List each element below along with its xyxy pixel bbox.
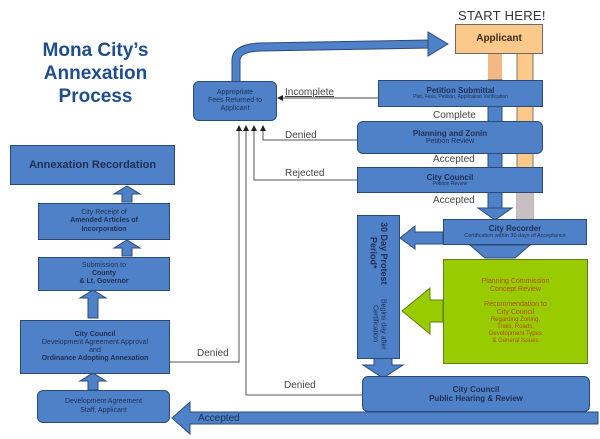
title-line-3: Process — [58, 85, 133, 107]
receipt-line-1: City Receipt of — [81, 209, 127, 217]
title-line-1: Mona City’s — [42, 40, 149, 61]
commission-detail-4: & General Issues — [492, 337, 539, 344]
node-applicant[interactable]: Applicant — [455, 24, 543, 54]
node-petition-submittal[interactable]: Petition Submittal Plat, Fees, Petition,… — [378, 80, 543, 107]
node-planning-commission[interactable]: Planning Commission Concept Review Recom… — [443, 259, 588, 364]
dev-agreement-line-2: Staff, Applicant — [80, 406, 127, 414]
submission-line-1: Submission to — [82, 261, 126, 269]
node-planning-zoning[interactable]: Planning and Zonin Petition Review — [357, 121, 543, 154]
receipt-line-3: Incorporation — [81, 225, 127, 233]
fees-line-2: Fees Returned to — [207, 96, 263, 104]
node-council-approval[interactable]: City Council Development Agreement Appro… — [20, 320, 170, 374]
applicant-trunk-center — [488, 50, 502, 80]
approval-title: City Council — [74, 330, 116, 338]
fees-line-1: Appropriate — [216, 88, 254, 96]
commission-detail-3: Development Types — [489, 331, 542, 338]
commission-line-1: Planning Commission — [481, 278, 550, 286]
arrow-submission-to-receipt — [112, 239, 142, 257]
petition-submittal-title: Petition Submittal — [426, 86, 495, 96]
node-city-council-petition[interactable]: City Council Petition Review — [357, 167, 543, 193]
protest-period-subtitle: Begins day after Certification — [371, 298, 387, 350]
protest-period-title: 30 Day Protest Period* — [368, 221, 389, 285]
label-denied-approval: Denied — [197, 348, 229, 359]
public-hearing-subtitle: Public Hearing & Review — [429, 394, 523, 403]
node-city-recorder[interactable]: City Recorder Certification within 30 da… — [443, 219, 587, 245]
node-recordation[interactable]: Annexation Recordation — [10, 145, 175, 185]
title-line-2: Annexation — [43, 62, 148, 84]
city-council-petition-subtitle: Petition Review — [432, 180, 468, 187]
city-recorder-subtitle: Certification within 30 days of Acceptan… — [464, 233, 566, 240]
commission-line-4: Recommendation to — [484, 301, 547, 309]
trunk-arrow-down — [476, 207, 514, 221]
planning-zoning-title: Planning and Zonin — [412, 128, 488, 138]
commission-line-5: City Council — [496, 309, 535, 317]
label-accepted-pz: Accepted — [433, 154, 475, 165]
commission-detail-2: Trails, Roads, — [497, 324, 534, 331]
recorder-to-commission-arrow — [468, 244, 532, 259]
node-fees-returned[interactable]: Appropriate Fees Returned to Applicant — [193, 81, 277, 121]
arrow-dev-to-approval — [78, 372, 108, 391]
node-development-agreement[interactable]: Development Agreement Staff, Applicant — [37, 390, 170, 423]
fees-line-3: Applicant — [220, 105, 250, 113]
approval-line-3: Ordinance Adopting Annexation — [41, 355, 149, 363]
node-protest-period[interactable]: 30 Day Protest Period* Begins day after … — [357, 215, 400, 359]
commission-to-protest-arrow — [401, 286, 444, 336]
rejected-line — [251, 125, 357, 181]
public-hearing-title: City Council — [452, 384, 500, 394]
denied-hearing-line — [243, 125, 362, 396]
commission-detail-1: Regarding Zoning, — [490, 317, 541, 324]
label-denied-pz: Denied — [285, 130, 317, 141]
accepted-bottom-arrow — [171, 400, 599, 436]
receipt-line-2: Amended Articles of — [70, 217, 138, 225]
label-complete: Complete — [433, 110, 476, 121]
dev-agreement-line-1: Development Agreement — [64, 398, 143, 406]
recorder-to-protest-arrow — [399, 224, 444, 250]
node-city-receipt[interactable]: City Receipt of Amended Articles of Inco… — [38, 203, 170, 240]
submission-line-2: County — [91, 269, 117, 277]
page-title: Mona City’s Annexation Process — [18, 40, 173, 108]
label-denied-hearing: Denied — [284, 380, 316, 391]
protest-to-hearing-arrow — [361, 357, 405, 379]
denied-pz-line — [260, 125, 362, 141]
applicant-title: Applicant — [476, 33, 522, 45]
city-council-petition-title: City Council — [426, 172, 474, 182]
petition-submittal-subtitle: Plat, Fees, Petition, Application Verifi… — [413, 94, 508, 101]
recordation-title: Annexation Recordation — [28, 158, 157, 171]
city-recorder-title: City Recorder — [488, 224, 542, 234]
label-incomplete: Incomplete — [285, 87, 334, 98]
arrow-approval-to-submission — [78, 289, 108, 319]
node-submission-county[interactable]: Submission to County & Lt. Governor — [38, 257, 170, 291]
arrow-receipt-to-recordation — [112, 185, 142, 203]
planning-zoning-subtitle: Petition Review — [425, 138, 475, 146]
commission-line-2: Concept Review — [490, 286, 541, 294]
submission-line-3: & Lt. Governor — [79, 278, 129, 286]
approval-line-2: and — [89, 347, 101, 354]
start-here-label: START HERE! — [458, 8, 546, 23]
label-accepted-cc: Accepted — [433, 195, 475, 206]
approval-line-1: Development Agreement Approval — [41, 338, 149, 346]
label-accepted-hearing: Accepted — [198, 413, 240, 424]
label-rejected: Rejected — [285, 168, 325, 179]
node-public-hearing[interactable]: City Council Public Hearing & Review — [362, 376, 590, 412]
denied-approval-line — [170, 125, 242, 363]
